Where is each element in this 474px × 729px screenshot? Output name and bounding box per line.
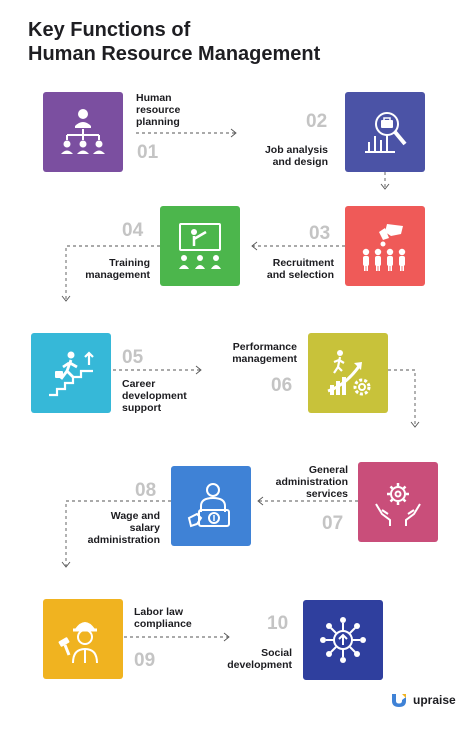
brand-logo: upraise — [389, 690, 456, 710]
arrow-04-05 — [61, 295, 71, 302]
social-network-icon — [320, 617, 366, 663]
step-08-number: 08 — [135, 480, 157, 501]
step-07-number: 07 — [322, 513, 344, 534]
arrow-08-09 — [61, 561, 71, 568]
step-10-tile — [303, 600, 383, 680]
connector-08-09 — [65, 500, 171, 566]
step-01-number: 01 — [137, 142, 159, 163]
step-06-tile — [308, 333, 388, 413]
step-03-tile — [345, 206, 425, 286]
step-07-tile — [358, 462, 438, 542]
job-analysis-icon — [365, 112, 407, 153]
arrow-02-03 — [380, 183, 390, 190]
step-09-number: 09 — [134, 650, 156, 671]
connector-06-07 — [388, 369, 416, 426]
arrow-05-06 — [195, 365, 202, 375]
career-stairs-icon — [49, 351, 94, 397]
gear-hands-icon — [375, 483, 421, 526]
step-09-tile — [43, 599, 123, 679]
step-06-number: 06 — [271, 375, 293, 396]
brand-name: upraise — [413, 693, 456, 707]
step-01-tile — [43, 92, 123, 172]
arrow-03-04 — [251, 241, 258, 251]
arrow-07-08 — [257, 496, 264, 506]
step-05-tile — [31, 333, 111, 413]
step-10-number: 10 — [267, 613, 289, 634]
recruitment-icon — [362, 224, 406, 271]
step-08-tile — [171, 466, 251, 546]
step-02-number: 02 — [306, 111, 328, 132]
org-chart-icon — [61, 109, 105, 154]
title-line-1: Key Functions of — [28, 19, 191, 41]
step-03-number: 03 — [309, 223, 331, 244]
salary-icon — [187, 483, 230, 528]
connector-04-05 — [65, 245, 160, 300]
step-04-tile — [160, 206, 240, 286]
step-05-number: 05 — [122, 347, 144, 368]
arrow-06-07 — [410, 421, 420, 428]
step-04-number: 04 — [122, 220, 144, 241]
title-line-2: Human Resource Management — [28, 43, 321, 65]
worker-law-icon — [58, 622, 98, 664]
arrow-01-02 — [230, 128, 237, 138]
step-02-tile — [345, 92, 425, 172]
arrow-09-10 — [223, 632, 230, 642]
training-board-icon — [179, 223, 221, 269]
upraise-logo-icon — [392, 694, 406, 707]
page-title: Key Functions of Human Resource Manageme… — [28, 18, 320, 66]
performance-growth-icon — [327, 350, 371, 396]
